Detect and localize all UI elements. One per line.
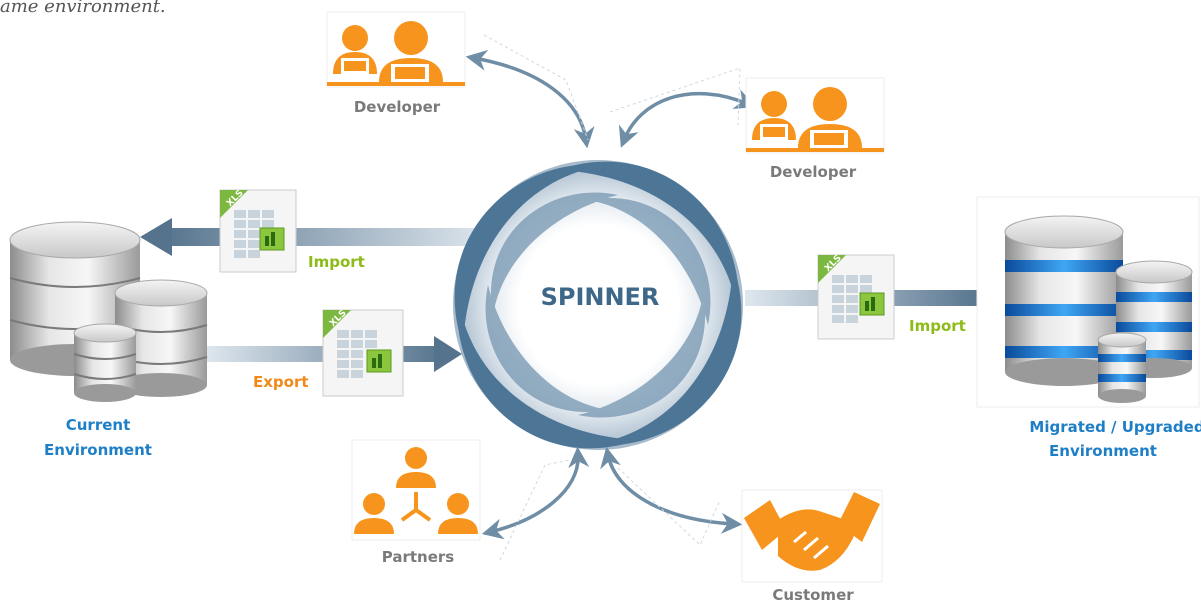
- xls-document-icon-import-left: XLS: [219, 188, 297, 273]
- export-left-label: Export: [253, 373, 309, 391]
- current-env-line1: Current: [66, 416, 131, 434]
- link-arrows: [465, 49, 756, 540]
- developer-left-icon: [326, 11, 466, 88]
- import-right-label: Import: [909, 317, 966, 335]
- top-text: ame environment.: [0, 0, 166, 17]
- spinner-label: SPINNER: [541, 283, 660, 311]
- developer-right-label: Developer: [770, 163, 857, 181]
- current-env-line2: Environment: [44, 441, 152, 459]
- partners-icon: [351, 439, 481, 541]
- arrow-developer-left: [465, 49, 595, 149]
- customer-label: Customer: [772, 586, 854, 604]
- migrated-env-line1: Migrated / Upgraded: [1029, 418, 1201, 436]
- developer-left-label: Developer: [354, 98, 441, 116]
- migrated-env-line2: Environment: [1049, 442, 1157, 460]
- migrated-database-icon: [976, 196, 1200, 408]
- arrow-developer-right: [618, 89, 756, 148]
- xls-document-icon-import-right: XLS: [817, 253, 895, 340]
- import-left-label: Import: [308, 253, 365, 271]
- developer-right-icon: [745, 77, 885, 154]
- arrow-import-left: [140, 218, 490, 256]
- partners-label: Partners: [382, 548, 455, 566]
- dashed-decoration: [483, 34, 741, 561]
- xls-document-icon-export: XLS: [322, 308, 404, 397]
- arrow-customer: [600, 446, 743, 534]
- current-database-icon: [9, 221, 208, 402]
- arrow-partners: [481, 446, 590, 540]
- customer-handshake-icon: [741, 489, 883, 583]
- spinner-swirl: [453, 160, 743, 450]
